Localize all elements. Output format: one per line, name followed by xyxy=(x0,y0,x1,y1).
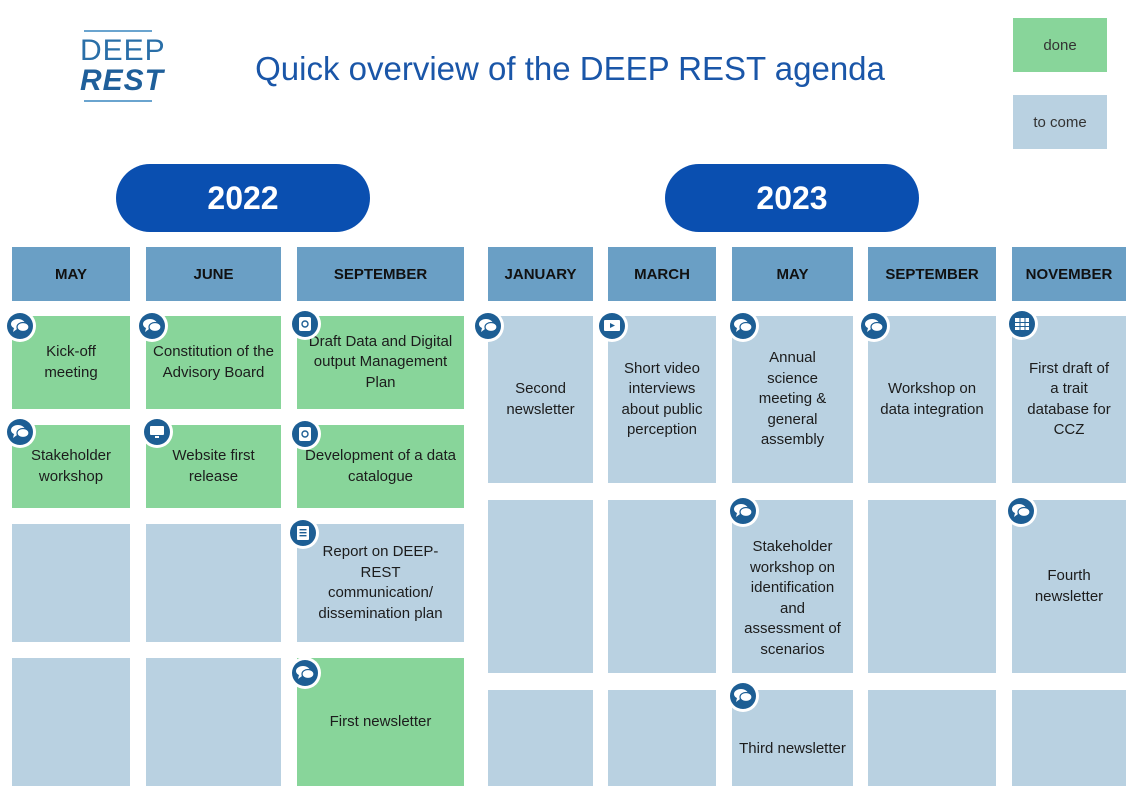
video-icon xyxy=(596,310,628,342)
agenda-cell-communication-plan: Report on DEEP-REST communication/ disse… xyxy=(297,524,464,642)
chat-icon xyxy=(289,657,321,689)
database-icon xyxy=(1006,308,1038,340)
cell-text: Kick-off meeting xyxy=(44,343,98,381)
month-header-september-2022: SEPTEMBER xyxy=(297,247,464,301)
agenda-cell-fourth-newsletter: Fourth newsletter xyxy=(1012,500,1126,673)
cell-text: Development of a data catalogue xyxy=(305,447,456,485)
agenda-cell-video-interviews: Short video interviews about public perc… xyxy=(608,316,716,483)
agenda-cell-empty xyxy=(12,524,130,642)
page-title: Quick overview of the DEEP REST agenda xyxy=(255,50,885,87)
legend-to-come: to come xyxy=(1013,95,1107,149)
month-header-november-2023: NOVEMBER xyxy=(1012,247,1126,301)
chat-icon xyxy=(858,310,890,342)
agenda-cell-website-release: Website first release xyxy=(146,425,281,508)
month-header-january-2023: JANUARY xyxy=(488,247,593,301)
month-header-september-2023: SEPTEMBER xyxy=(868,247,996,301)
cell-text: Report on DEEP-REST communication/ disse… xyxy=(318,543,443,622)
cell-text: First draft of a trait database for CCZ xyxy=(1027,359,1111,439)
legend-done: done xyxy=(1013,18,1107,72)
month-header-march-2023: MARCH xyxy=(608,247,716,301)
monitor-icon xyxy=(141,416,173,448)
chat-icon xyxy=(136,310,168,342)
agenda-cell-trait-database: First draft of a trait database for CCZ xyxy=(1012,316,1126,483)
cell-text: Stakeholder workshop xyxy=(30,447,112,485)
agenda-cell-stakeholder-scenarios: Stakeholder workshop on identification a… xyxy=(732,500,853,673)
chat-icon xyxy=(727,495,759,527)
cell-text: Third newsletter xyxy=(739,739,846,757)
agenda-cell-annual-science-meeting: Annual science meeting & general assembl… xyxy=(732,316,853,483)
agenda-cell-empty xyxy=(868,500,996,673)
year-pill-2022: 2022 xyxy=(116,164,370,232)
cell-text: Website first release xyxy=(172,447,255,485)
agenda-cell-empty xyxy=(1012,690,1126,786)
chat-icon xyxy=(4,416,36,448)
month-header-may-2023: MAY xyxy=(732,247,853,301)
cell-text: Short video interviews about public perc… xyxy=(621,359,703,439)
report-icon xyxy=(287,517,319,549)
agenda-cell-second-newsletter: Second newsletter xyxy=(488,316,593,483)
cell-text: Fourth newsletter xyxy=(1034,567,1104,605)
cell-text: First newsletter xyxy=(329,712,432,730)
cell-text: Draft Data and Digital output Management… xyxy=(308,332,453,391)
logo-rest-text: REST xyxy=(80,64,165,97)
cell-text: Workshop on data integration xyxy=(880,380,984,418)
chat-icon xyxy=(1005,495,1037,527)
month-header-may-2022: MAY xyxy=(12,247,130,301)
chat-icon xyxy=(472,310,504,342)
chat-icon xyxy=(727,680,759,712)
chat-icon xyxy=(4,310,36,342)
cell-text: Second newsletter xyxy=(506,380,575,418)
agenda-cell-first-newsletter: First newsletter xyxy=(297,658,464,786)
cell-text: Constitution of the Advisory Board xyxy=(153,343,274,381)
agenda-cell-empty xyxy=(12,658,130,786)
agenda-cell-data-catalogue: Development of a data catalogue xyxy=(297,425,464,508)
cell-text: Annual science meeting & general assembl… xyxy=(758,349,827,449)
agenda-cell-empty xyxy=(488,690,593,786)
month-header-june-2022: JUNE xyxy=(146,247,281,301)
year-pill-2023: 2023 xyxy=(665,164,919,232)
document-icon xyxy=(289,418,321,450)
cell-text: Stakeholder workshop on identification a… xyxy=(744,538,841,658)
agenda-cell-empty xyxy=(488,500,593,673)
agenda-cell-empty xyxy=(146,658,281,786)
agenda-cell-empty xyxy=(608,500,716,673)
agenda-cell-empty xyxy=(146,524,281,642)
logo-top-line xyxy=(84,30,152,32)
agenda-cell-data-management-plan: Draft Data and Digital output Management… xyxy=(297,316,464,409)
agenda-cell-empty xyxy=(868,690,996,786)
agenda-cell-data-integration-workshop: Workshop on data integration xyxy=(868,316,996,483)
logo-deep-text: DEEP xyxy=(80,34,166,67)
document-icon xyxy=(289,308,321,340)
agenda-cell-kickoff: Kick-off meeting xyxy=(12,316,130,409)
agenda-cell-advisory-board: Constitution of the Advisory Board xyxy=(146,316,281,409)
logo-bottom-line xyxy=(84,100,152,102)
chat-icon xyxy=(727,310,759,342)
agenda-cell-empty xyxy=(608,690,716,786)
